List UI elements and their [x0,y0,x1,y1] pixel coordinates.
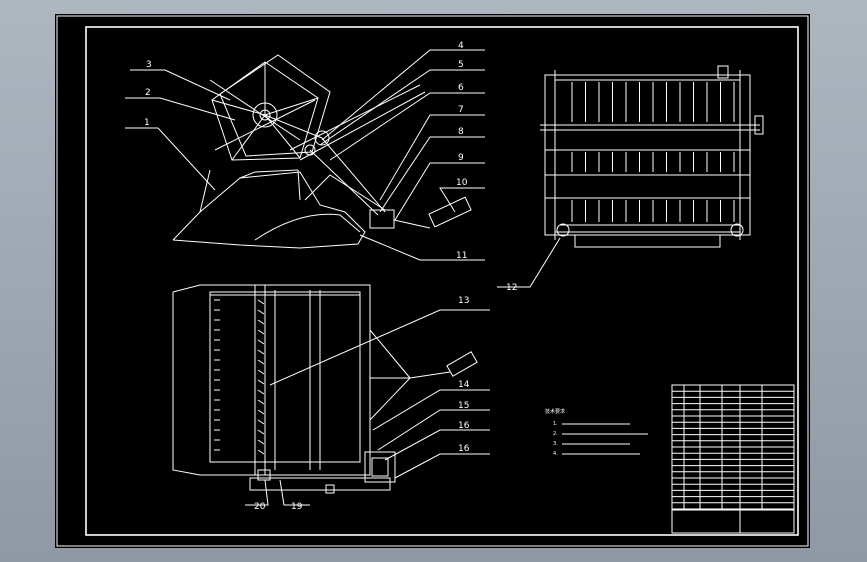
leader-lines [125,49,561,506]
sheet-border [56,15,809,547]
callout-5: 5 [458,60,464,70]
notes-title: 技术要求 [545,408,565,415]
callout-4: 4 [458,41,464,51]
callout-2: 2 [145,88,151,98]
callout-12: 12 [506,283,517,293]
cutter-tooth [257,449,265,455]
cutter-tooth [257,299,265,305]
technical-notes: 技术要求 1. 2. 3. 4. [545,408,648,457]
note-line-1: 1. [553,421,558,427]
cutter-tooth [257,349,265,355]
cutter-tooth [257,339,265,345]
cutter-tooth [257,309,265,315]
cutter-tooth [257,419,265,425]
reel [209,54,331,161]
callout-3: 3 [146,60,152,70]
top-view-teeth [214,299,265,455]
cutter-tooth [257,379,265,385]
callout-14: 14 [458,380,470,390]
note-line-3: 3. [553,441,558,447]
callout-19: 19 [291,502,303,512]
callout-15: 15 [458,401,469,411]
cutter-tooth [257,439,265,445]
cutter-tooth [257,409,265,415]
cutter-tooth [257,369,265,375]
cutter-tooth [257,359,265,365]
callout-8: 8 [458,127,464,137]
cutter-tooth [257,389,265,395]
callout-6: 6 [458,83,464,93]
callout-9: 9 [458,153,464,163]
cutter-tooth [257,429,265,435]
top-view [172,284,478,494]
callout-16-b: 16 [458,444,470,454]
cutter-tooth [257,329,265,335]
parts-list-grid [672,385,794,510]
drawing-sheet [55,14,810,548]
callout-13: 13 [458,296,469,306]
front-view [540,65,764,248]
cutter-tooth [257,399,265,405]
cutter-tooth [257,319,265,325]
inner-frame [85,26,799,536]
callout-7: 7 [458,105,464,115]
callout-labels: 3 2 1 4 5 6 7 8 9 10 11 12 13 14 15 16 1… [144,41,517,512]
side-view [172,54,472,249]
callout-10: 10 [456,178,468,188]
callout-20: 20 [254,502,266,512]
front-view-ribs [571,82,735,222]
note-line-4: 4. [553,451,558,457]
note-line-2: 2. [553,431,558,437]
callout-1: 1 [144,118,150,128]
callout-16-a: 16 [458,421,470,431]
callout-11: 11 [456,251,467,261]
